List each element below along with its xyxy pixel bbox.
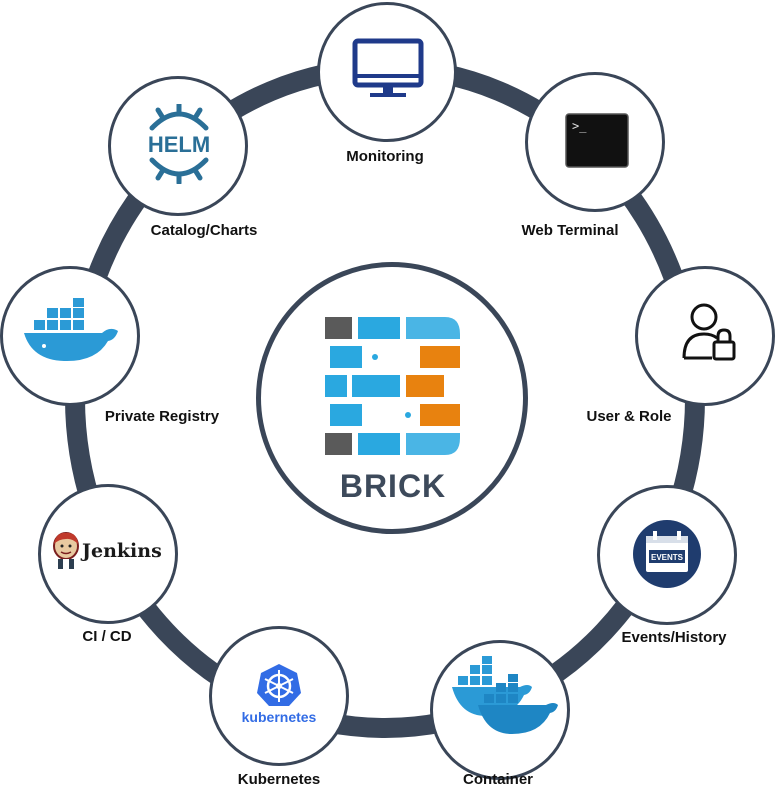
label-monitoring: Monitoring <box>346 148 424 165</box>
docker-whale-icon <box>24 298 118 362</box>
kubernetes-logo-text: kubernetes <box>241 709 317 725</box>
terminal-icon: >_ <box>565 113 629 168</box>
monitor-icon <box>352 38 424 97</box>
label-private-registry: Private Registry <box>104 408 220 425</box>
jenkins-icon <box>53 532 79 569</box>
brick-title: BRICK <box>339 468 447 504</box>
label-user-role: User & Role <box>586 408 672 425</box>
docker-containers-icon <box>452 656 558 734</box>
events-badge-text: EVENTS <box>651 553 684 562</box>
user-lock-icon <box>682 303 736 361</box>
label-ci-cd: CI / CD <box>82 628 132 645</box>
label-catalog-charts: Catalog/Charts <box>150 222 258 239</box>
label-events-history: Events/History <box>621 629 727 646</box>
events-calendar-icon: EVENTS <box>633 520 701 588</box>
node-monitoring[interactable] <box>317 2 457 142</box>
node-private-registry[interactable] <box>0 266 140 406</box>
label-web-terminal: Web Terminal <box>521 222 619 239</box>
jenkins-logo-text: Jenkins <box>82 540 162 562</box>
label-kubernetes: Kubernetes <box>237 771 321 788</box>
kubernetes-icon <box>257 664 301 706</box>
brick-center-circle <box>256 262 528 534</box>
brick-logo-icon <box>325 317 460 455</box>
helm-icon: HELM <box>148 104 210 184</box>
label-container: Container <box>462 771 534 788</box>
node-user-role[interactable] <box>635 266 775 406</box>
node-catalog-charts[interactable] <box>108 76 248 216</box>
svg-text:>_: >_ <box>572 119 587 133</box>
helm-logo-text: HELM <box>148 132 210 157</box>
